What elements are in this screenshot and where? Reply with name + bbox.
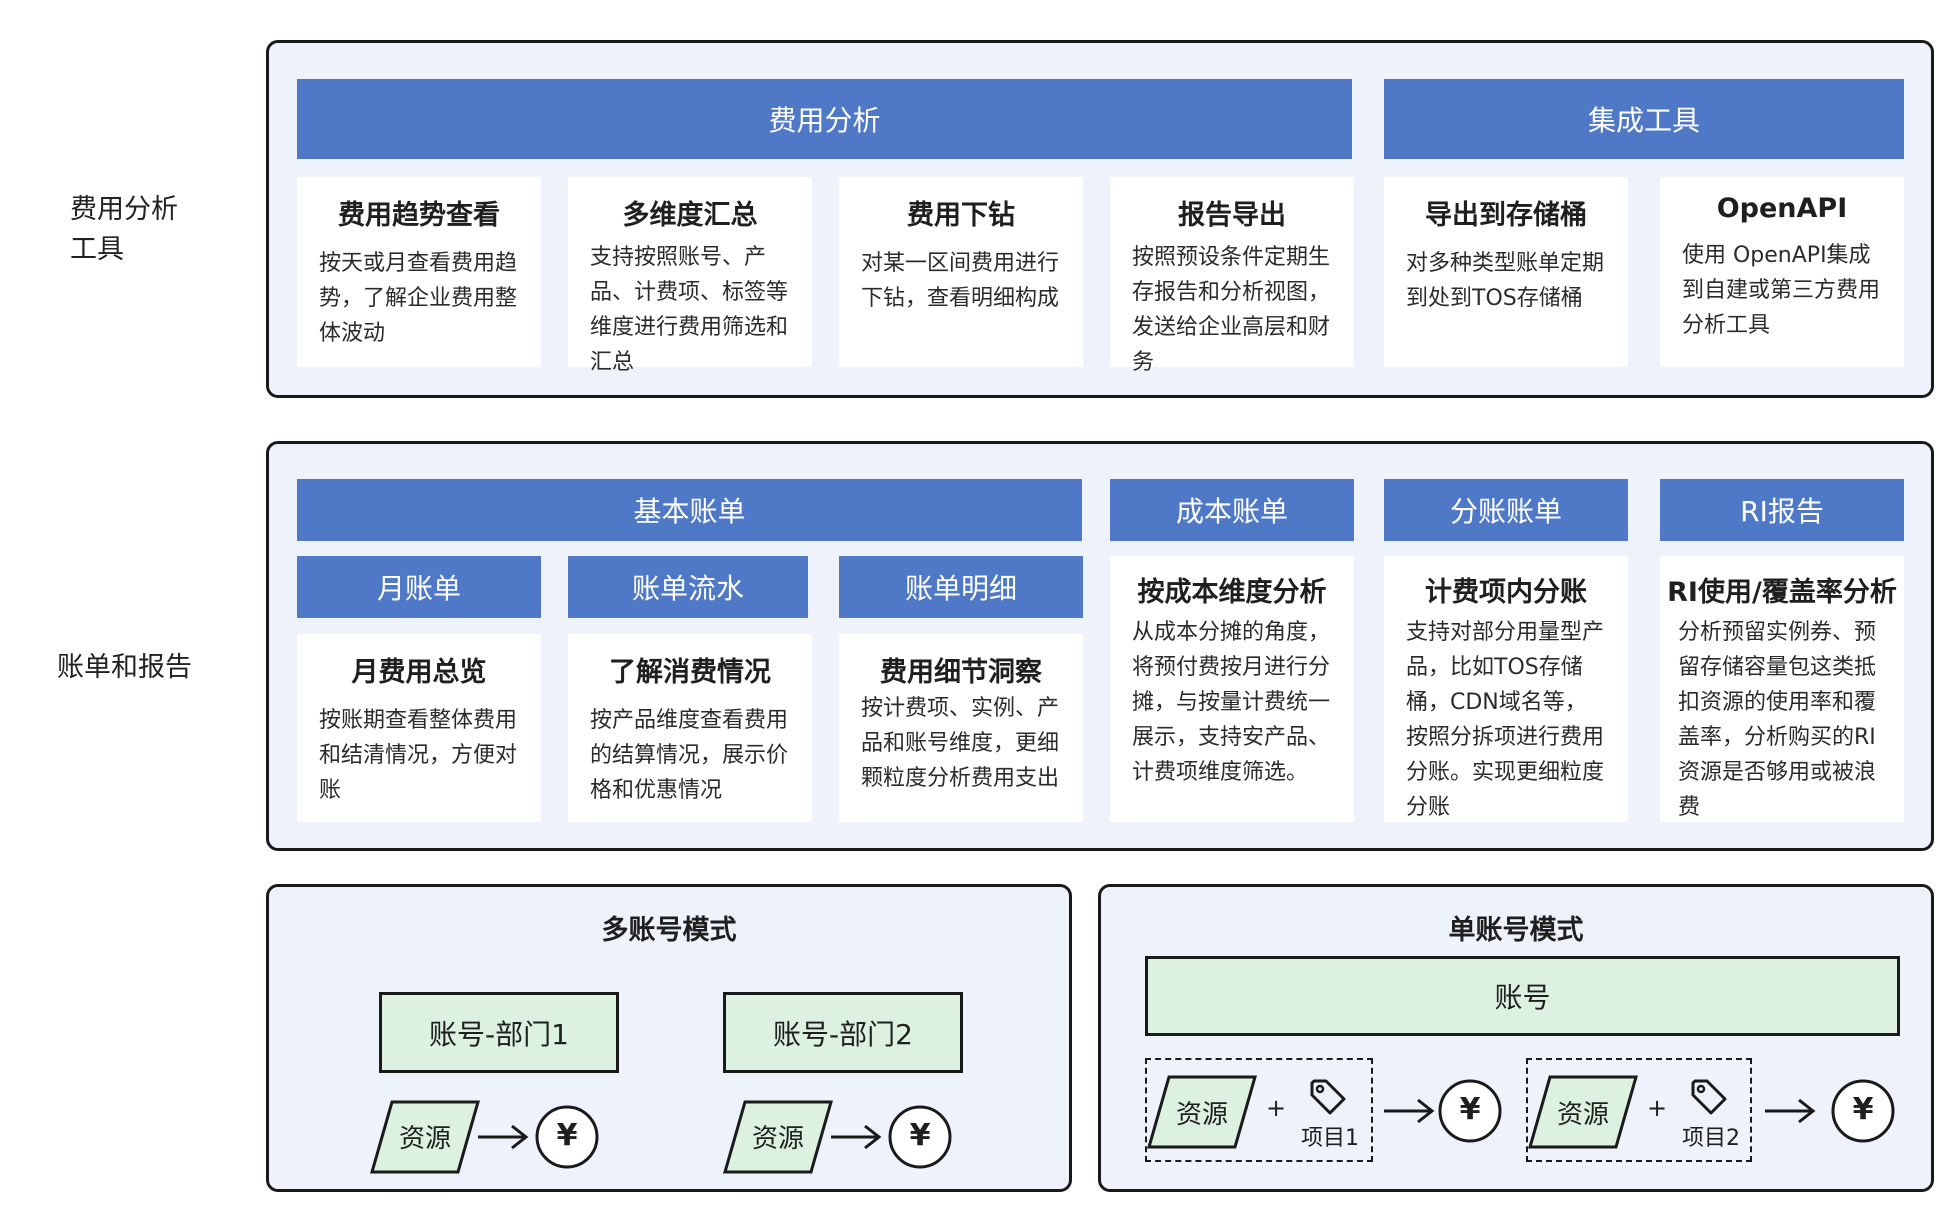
arrow-right-icon [478, 1124, 529, 1150]
header-ri-report: RI报告 [1660, 479, 1904, 541]
header-cost-analysis: 费用分析 [297, 79, 1352, 159]
tag-icon [1310, 1079, 1346, 1115]
card-title: 费用趋势查看 [338, 200, 500, 231]
project-label-1: 项目1 [1301, 1126, 1359, 1151]
yen-coin-icon [1438, 1079, 1502, 1143]
card-openapi: OpenAPI 使用 OpenAPI集成到自建或第三方费用分析工具 [1660, 177, 1904, 367]
resource-label-4: 资源 [1556, 1100, 1609, 1130]
card-multi-dimension: 多维度汇总 支持按照账号、产品、计费项、标签等维度进行费用筛选和汇总 [568, 177, 812, 375]
subheader-monthly-bill: 月账单 [297, 556, 541, 618]
subheader-bill-flow: 账单流水 [568, 556, 808, 618]
card-title: RI使用/覆盖率分析 [1667, 577, 1897, 608]
card-ri-analysis: RI使用/覆盖率分析 分析预留实例券、预留存储容量包这类抵扣资源的使用率和覆盖率… [1660, 556, 1904, 822]
account-dept1: 账号-部门1 [379, 992, 619, 1073]
header-split-bill: 分账账单 [1384, 479, 1628, 541]
row-label-cost-tools-line2: 工具 [70, 234, 124, 265]
card-desc: 按天或月查看费用趋势，了解企业费用整体波动 [319, 251, 518, 346]
card-consumption: 了解消费情况 按产品维度查看费用的结算情况，展示价格和优惠情况 [568, 634, 812, 822]
multi-account-title: 多账号模式 [601, 915, 737, 946]
resource-label-2: 资源 [751, 1124, 804, 1154]
single-account-title: 单账号模式 [1448, 915, 1584, 946]
card-title: 了解消费情况 [609, 657, 771, 688]
header-integration-tools: 集成工具 [1384, 79, 1904, 159]
arrow-right-icon [831, 1124, 882, 1150]
card-cost-dimension: 按成本维度分析 从成本分摊的角度，将预付费按月进行分摊，与按量计费统一展示，支持… [1110, 556, 1354, 822]
resource-shape-1 [370, 1100, 480, 1174]
arrow-right-icon [1765, 1098, 1816, 1124]
card-desc: 对多种类型账单定期到处到TOS存储桶 [1406, 251, 1605, 311]
resource-label-3: 资源 [1175, 1100, 1228, 1130]
row-label-cost-tools-line1: 费用分析 [70, 194, 178, 225]
card-cost-insight: 费用细节洞察 按计费项、实例、产品和账号维度，更细颗粒度分析费用支出 [839, 634, 1083, 822]
card-desc: 按产品维度查看费用的结算情况，展示价格和优惠情况 [590, 708, 789, 803]
card-title: OpenAPI [1716, 193, 1848, 224]
resource-label-1: 资源 [398, 1124, 451, 1154]
card-desc: 按计费项、实例、产品和账号维度，更细颗粒度分析费用支出 [861, 696, 1060, 791]
card-desc: 支持对部分用量型产品，比如TOS存储桶，CDN域名等，按照分拆项进行费用分账。实… [1406, 620, 1605, 820]
yen-symbol: ¥ [1852, 1092, 1874, 1127]
resource-project-group-1 [1145, 1058, 1373, 1162]
card-item-split: 计费项内分账 支持对部分用量型产品，比如TOS存储桶，CDN域名等，按照分拆项进… [1384, 556, 1628, 822]
card-monthly-overview: 月费用总览 按账期查看整体费用和结清情况，方便对账 [297, 634, 541, 822]
project-label-2: 项目2 [1682, 1126, 1740, 1151]
card-title: 按成本维度分析 [1137, 577, 1327, 608]
card-cost-trend: 费用趋势查看 按天或月查看费用趋势，了解企业费用整体波动 [297, 177, 541, 367]
card-desc: 支持按照账号、产品、计费项、标签等维度进行费用筛选和汇总 [590, 245, 789, 375]
resource-shape-4 [1528, 1075, 1638, 1149]
plus-sign: + [1646, 1094, 1668, 1122]
card-desc: 对某一区间费用进行下钻，查看明细构成 [861, 251, 1060, 311]
card-desc: 按账期查看整体费用和结清情况，方便对账 [319, 708, 518, 803]
header-basic-bill: 基本账单 [297, 479, 1082, 541]
card-title: 费用下钻 [907, 200, 1015, 231]
card-desc: 使用 OpenAPI集成到自建或第三方费用分析工具 [1682, 243, 1881, 338]
card-desc: 分析预留实例券、预留存储容量包这类抵扣资源的使用率和覆盖率，分析购买的RI资源是… [1678, 620, 1877, 820]
yen-symbol: ¥ [556, 1118, 578, 1153]
row-label-bills-reports: 账单和报告 [57, 652, 192, 683]
yen-symbol: ¥ [909, 1118, 931, 1153]
account-single: 账号 [1145, 956, 1900, 1036]
yen-coin-icon [1831, 1079, 1895, 1143]
row-label-cost-tools: 费用分析 工具 [70, 190, 178, 270]
resource-shape-2 [723, 1100, 833, 1174]
account-dept2: 账号-部门2 [723, 992, 963, 1073]
tag-icon [1691, 1079, 1727, 1115]
card-desc: 从成本分摊的角度，将预付费按月进行分摊，与按量计费统一展示，支持安产品、计费项维… [1132, 620, 1331, 785]
card-title: 计费项内分账 [1425, 577, 1587, 608]
card-drilldown: 费用下钻 对某一区间费用进行下钻，查看明细构成 [839, 177, 1083, 367]
card-title: 月费用总览 [351, 657, 487, 688]
yen-coin-icon [888, 1105, 952, 1169]
card-title: 费用细节洞察 [880, 657, 1042, 688]
resource-shape-3 [1147, 1075, 1257, 1149]
yen-symbol: ¥ [1459, 1092, 1481, 1127]
card-title: 多维度汇总 [622, 200, 758, 231]
arrow-right-icon [1384, 1098, 1435, 1124]
header-cost-bill: 成本账单 [1110, 479, 1354, 541]
card-desc: 按照预设条件定期生存报告和分析视图，发送给企业高层和财务 [1132, 245, 1331, 375]
yen-coin-icon [535, 1105, 599, 1169]
subheader-bill-detail: 账单明细 [839, 556, 1083, 618]
card-title: 导出到存储桶 [1425, 200, 1587, 231]
card-export-bucket: 导出到存储桶 对多种类型账单定期到处到TOS存储桶 [1384, 177, 1628, 367]
card-title: 报告导出 [1178, 200, 1286, 231]
card-report-export: 报告导出 按照预设条件定期生存报告和分析视图，发送给企业高层和财务 [1110, 177, 1354, 375]
plus-sign: + [1265, 1094, 1287, 1122]
resource-project-group-2 [1526, 1058, 1752, 1162]
